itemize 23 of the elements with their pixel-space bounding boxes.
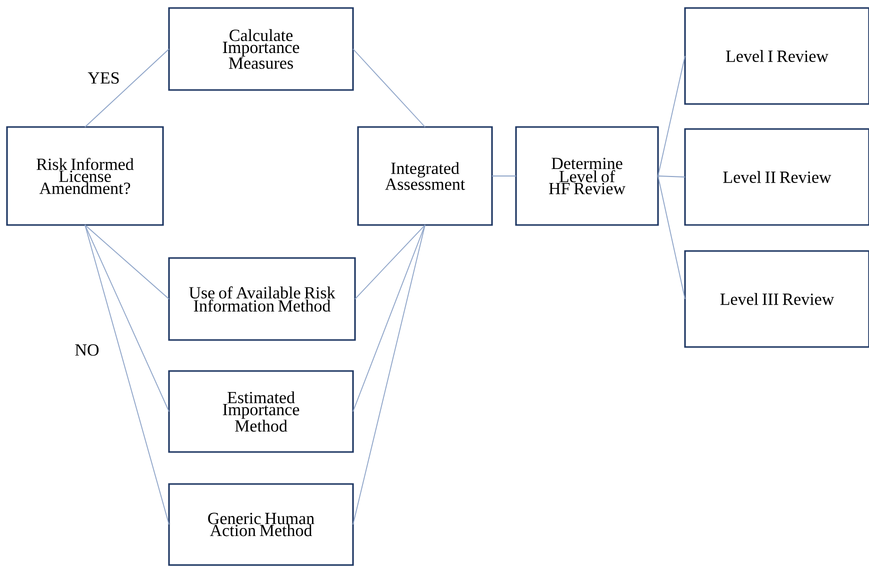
process-box: Estimated Importance Method: [168, 370, 354, 453]
process-box: Generic Human Action Method: [168, 483, 354, 566]
connector-line: [84, 48, 170, 128]
process-box: Integrated Assessment: [357, 126, 493, 226]
process-box: Level III Review: [684, 250, 869, 348]
process-box: Calculate Importance Measures: [168, 7, 354, 91]
connector-line: [352, 224, 426, 525]
connector-line: [658, 176, 686, 178]
process-box: Determine Level of HF Review: [515, 126, 659, 226]
connector-line: [84, 224, 170, 525]
process-box: Level II Review: [684, 128, 869, 226]
edge-label: YES: [86, 70, 122, 86]
process-box: Use of Available Risk Information Method: [168, 257, 356, 341]
process-box: Risk Informed License Amendment?: [6, 126, 164, 226]
connector-line: [352, 224, 426, 412]
connector-line: [658, 56, 686, 176]
connector-line: [84, 224, 170, 300]
process-box: Level I Review: [684, 7, 869, 105]
connector-line: [354, 224, 426, 300]
connector-line: [658, 176, 686, 300]
connector-line: [84, 224, 170, 412]
branch-label: NO: [75, 344, 99, 356]
connector-line: [352, 48, 426, 128]
